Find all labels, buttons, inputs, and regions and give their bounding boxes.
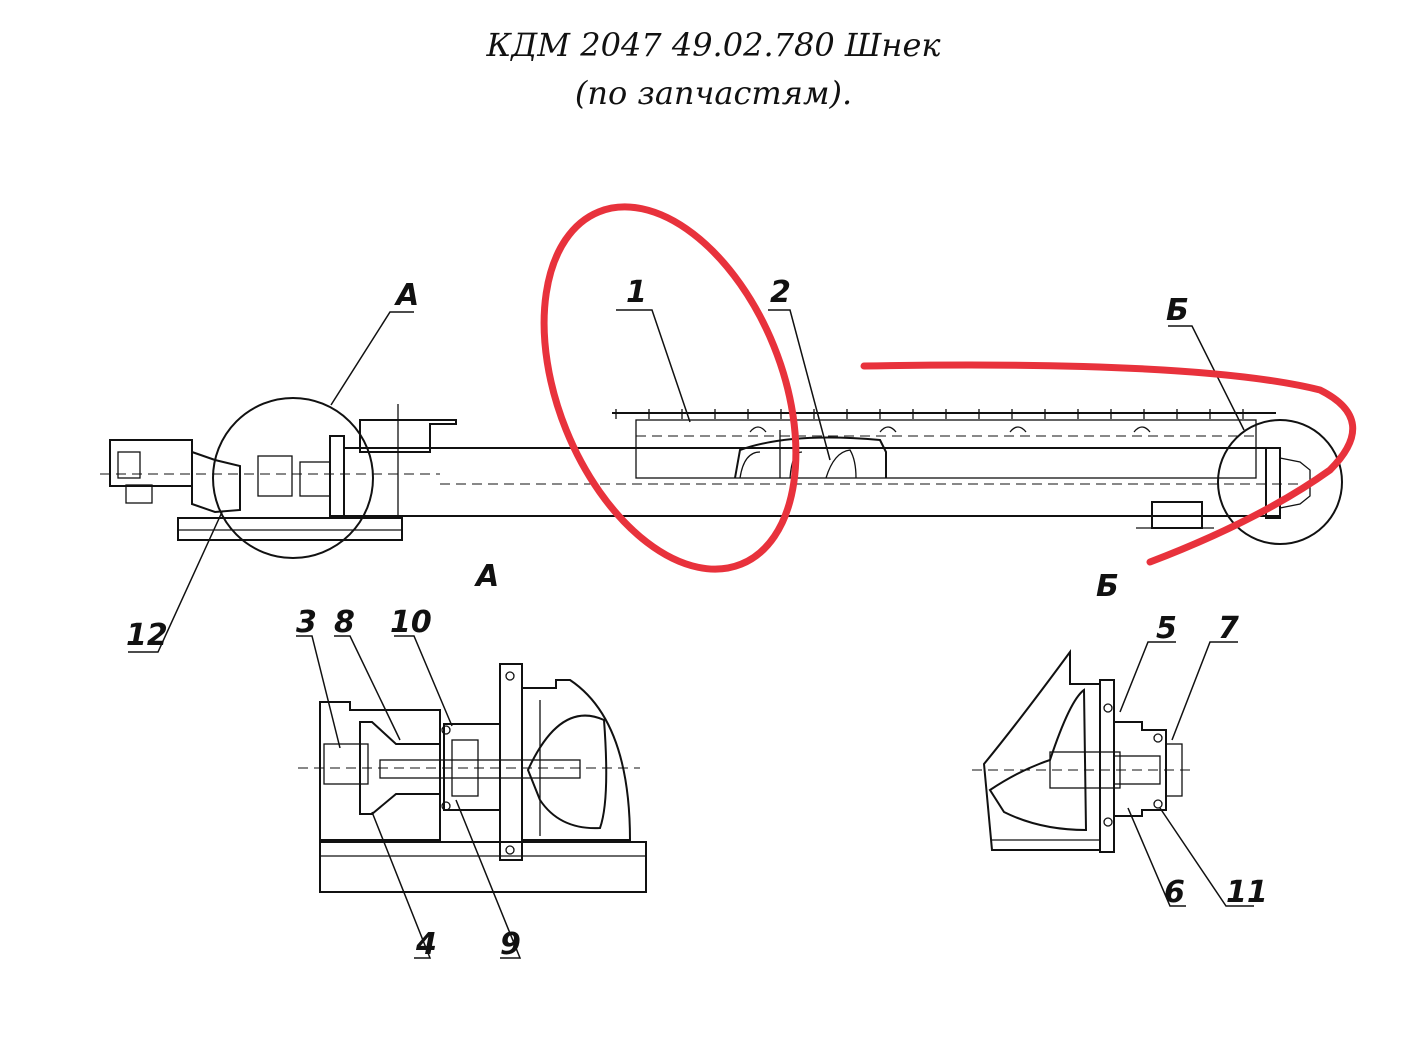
detail-a-view: А 3	[296, 559, 647, 962]
detail-b-heading: Б	[1096, 569, 1119, 604]
inlet-hopper	[359, 419, 457, 453]
tail-flange	[1265, 447, 1281, 519]
part-label-1: 1	[626, 275, 647, 310]
coupling-block	[257, 455, 293, 497]
trough-body	[635, 419, 1257, 479]
callout-b-label: Б	[1166, 293, 1189, 328]
shaft-sleeve	[323, 743, 369, 785]
part-label-4: 4	[415, 927, 437, 962]
bearing-cap	[1165, 743, 1183, 797]
auger-flight-b	[988, 688, 1088, 832]
detail-b-view: Б 5 7 6 11	[972, 569, 1268, 910]
callout-a-circle	[212, 397, 374, 559]
detail-a-trough	[522, 679, 632, 841]
part-label-10: 10	[390, 605, 432, 640]
hand-annotations	[540, 203, 1357, 573]
main-view: А Б 1 2 12	[100, 275, 1343, 653]
end-plate	[499, 663, 523, 861]
auger-flight-a	[526, 714, 608, 830]
inspection-cover	[734, 436, 887, 479]
part-label-9: 9	[500, 927, 521, 962]
motor-terminal	[117, 451, 141, 479]
drive-flange	[329, 435, 345, 517]
part-label-11: 11	[1226, 875, 1268, 910]
part-label-6: 6	[1164, 875, 1185, 910]
callout-b-circle	[1217, 419, 1343, 545]
drawing-subtitle: (по запчастям).	[574, 74, 853, 112]
motor-foot	[125, 484, 153, 504]
part-label-12: 12	[126, 618, 168, 653]
red-ellipse-annotation	[540, 203, 800, 573]
part-label-2: 2	[770, 275, 791, 310]
base-frame	[177, 517, 403, 541]
detail-b-trough	[982, 648, 1101, 851]
drive-shaft	[379, 759, 581, 779]
drawing-title: КДМ 2047 49.02.780 Шнек	[486, 26, 941, 64]
part-label-5: 5	[1156, 611, 1177, 646]
motor-housing	[109, 439, 193, 487]
gear-housing	[319, 701, 441, 841]
callout-a-label: А	[394, 278, 419, 313]
part-label-8: 8	[334, 605, 355, 640]
tail-bearing-housing	[1113, 721, 1167, 817]
tail-shaft	[1049, 751, 1121, 789]
detail-a-heading: А	[474, 559, 499, 594]
detail-a-base	[319, 841, 647, 893]
red-hook-annotation	[860, 361, 1357, 566]
part-label-7: 7	[1218, 611, 1239, 646]
part-label-3: 3	[296, 605, 317, 640]
coupling-cone	[359, 721, 441, 815]
